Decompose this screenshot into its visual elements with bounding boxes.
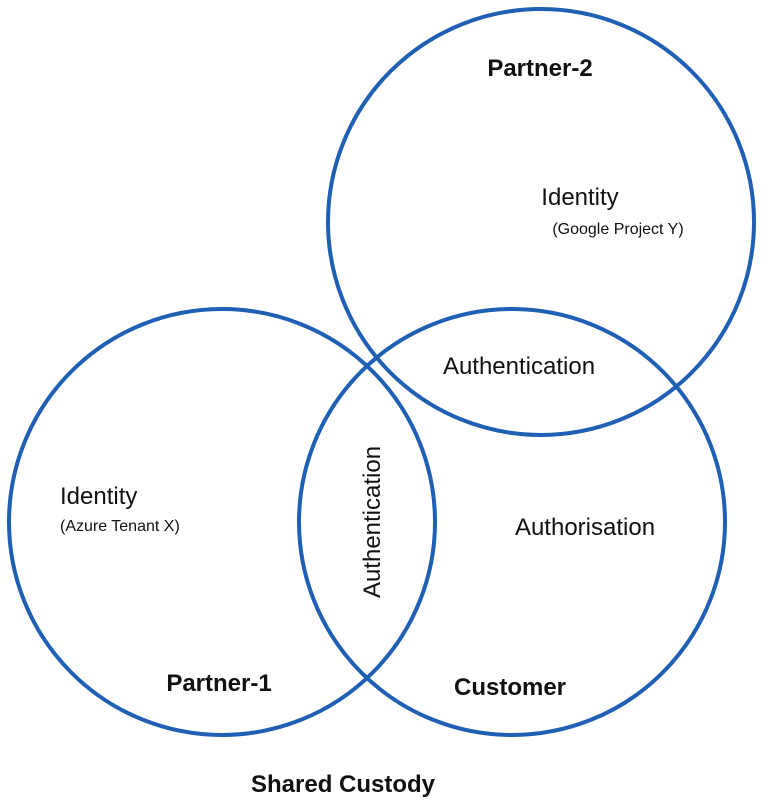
partner-1-circle: [7, 307, 437, 737]
partner-2-identity-label: Identity: [541, 184, 618, 211]
partner-2-identity-detail: (Google Project Y): [552, 221, 683, 238]
authentication-label-top: Authentication: [443, 353, 595, 380]
partner-2-circle: [326, 7, 756, 437]
partner-1-identity-label: Identity: [60, 483, 137, 510]
partner-1-label: Partner-1: [166, 670, 271, 697]
diagram-caption: Shared Custody: [251, 771, 436, 798]
partner-2-label: Partner-2: [487, 55, 592, 82]
authentication-label-vertical: Authentication: [359, 446, 386, 598]
customer-label: Customer: [454, 674, 566, 701]
authorisation-label: Authorisation: [515, 514, 655, 541]
partner-1-identity-detail: (Azure Tenant X): [60, 518, 180, 535]
customer-circle: [297, 307, 727, 737]
